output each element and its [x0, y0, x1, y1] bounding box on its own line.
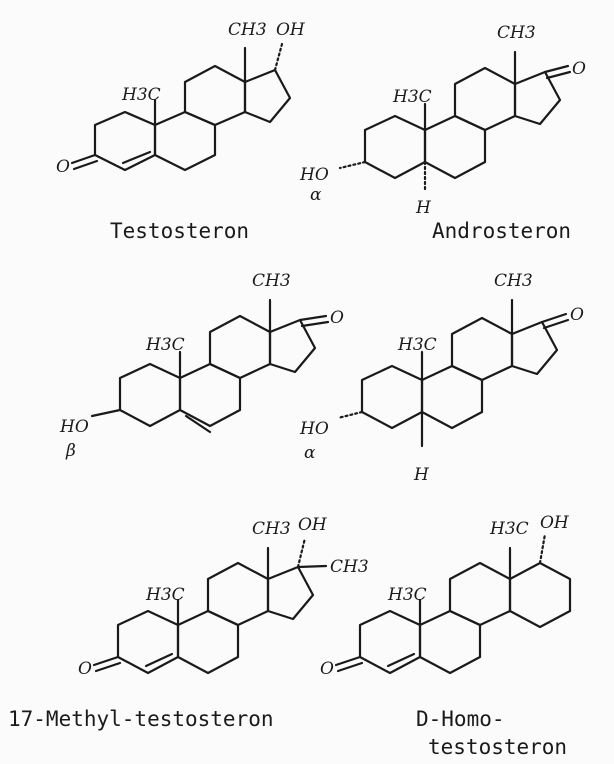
methyl-label-c10: H3C — [145, 585, 185, 605]
structure-17-methyl-testosteron: CH3 OH CH3 H3C O 17-Methyl-testosteron — [8, 515, 369, 731]
methyl-label-c13: CH3 — [494, 271, 533, 291]
oxygen-label: O — [572, 59, 586, 79]
hydrogen-label: H — [413, 465, 430, 485]
methyl-label-c13: H3C — [489, 519, 529, 539]
hydrogen-label: H — [415, 198, 432, 218]
structure-4: CH3 O H3C HO α H — [299, 271, 584, 485]
methyl-label-c10: H3C — [392, 87, 432, 107]
methyl-label-c13: CH3 — [228, 20, 267, 40]
oxygen-label: O — [320, 659, 334, 679]
oxygen-label: O — [56, 157, 70, 177]
structure-name-androsteron: Androsteron — [432, 219, 571, 243]
structure-name-d-homo-line2: testosteron — [428, 735, 567, 759]
methyl-label-c10: H3C — [145, 335, 185, 355]
structure-d-homo-testosteron: H3C OH H3C O D-Homo- testosteron — [320, 513, 572, 759]
stereo-alpha-label: α — [304, 443, 316, 463]
hydroxyl-label: OH — [298, 515, 328, 535]
hydroxyl-label: HO — [299, 165, 329, 185]
methyl-label-c13: CH3 — [252, 519, 291, 539]
oxygen-label: O — [330, 308, 344, 328]
hydroxyl-label: HO — [59, 417, 89, 437]
stereo-alpha-label: α — [310, 185, 322, 205]
methyl-label-c10: H3C — [387, 585, 427, 605]
hydroxyl-label: OH — [540, 513, 570, 533]
ring-c — [183, 64, 247, 127]
methyl-label-c17: CH3 — [330, 557, 369, 577]
structure-androsteron: CH3 O H3C HO α H Androsteron — [299, 23, 586, 243]
structure-testosteron: CH3 OH H3C O Testosteron — [56, 20, 306, 243]
structure-3: CH3 O H3C HO β — [59, 271, 344, 461]
hydroxyl-label: HO — [299, 419, 329, 439]
stereo-beta-label: β — [65, 441, 76, 461]
structure-name-17-methyl-testosteron: 17-Methyl-testosteron — [8, 707, 274, 731]
structure-name-d-homo: D-Homo- — [416, 707, 505, 731]
hydroxyl-label: OH — [276, 20, 306, 40]
methyl-label-c10: H3C — [397, 335, 437, 355]
methyl-label-c13: CH3 — [497, 23, 536, 43]
methyl-label-c13: CH3 — [252, 271, 291, 291]
oxygen-label: O — [78, 659, 92, 679]
oxygen-label: O — [570, 305, 584, 325]
methyl-label-c10: H3C — [121, 85, 161, 105]
structure-name-testosteron: Testosteron — [110, 219, 249, 243]
ring-d — [243, 68, 292, 124]
